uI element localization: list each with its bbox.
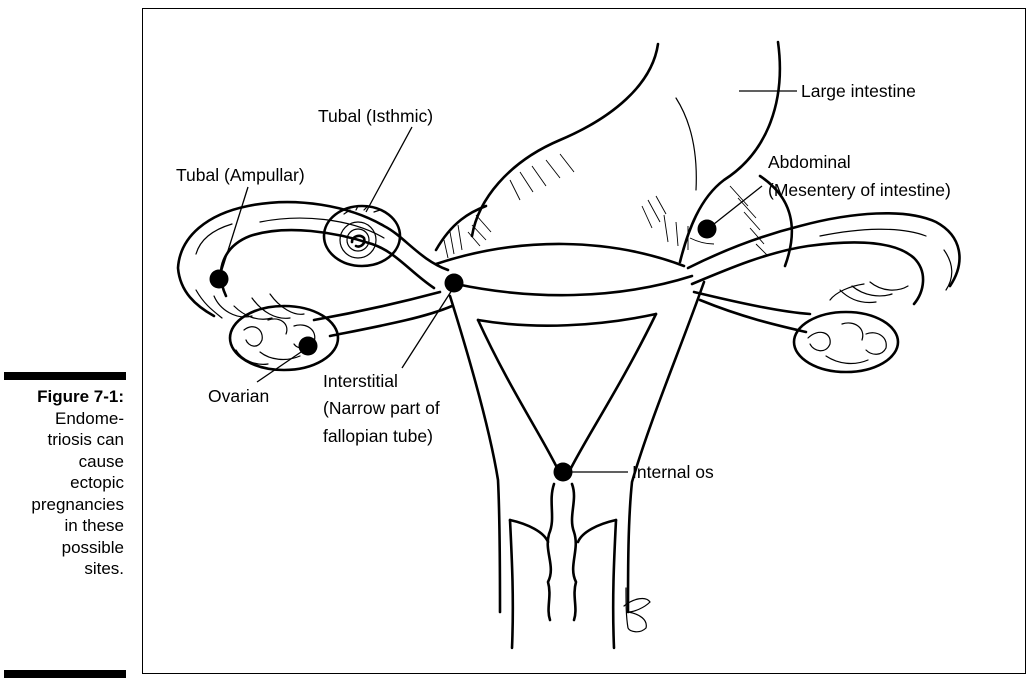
uterus-drawing — [436, 244, 704, 648]
left-fallopian-tube-drawing — [178, 202, 452, 336]
abdominal-leader — [714, 186, 762, 224]
label-large-intestine: Large intestine — [801, 81, 916, 101]
interstitial-leader — [402, 290, 452, 368]
large-intestine-drawing — [436, 42, 792, 266]
abdominal-site-marker — [698, 220, 717, 239]
label-interstitial-line3: fallopian tube) — [323, 426, 433, 446]
interstitial-site-marker — [445, 274, 464, 293]
label-ovarian: Ovarian — [208, 386, 269, 406]
label-internal-os: Internal os — [632, 462, 714, 482]
label-tubal-ampullar: Tubal (Ampullar) — [176, 165, 305, 185]
ampullar-leader — [221, 187, 248, 273]
isthmic-leader — [366, 127, 412, 212]
label-interstitial-line1: Interstitial — [323, 371, 398, 391]
label-interstitial-line2: (Narrow part of — [323, 398, 440, 418]
internal-os-site-marker — [554, 463, 573, 482]
left-ovary-drawing — [230, 306, 338, 370]
right-ovary-drawing — [794, 312, 898, 372]
label-tubal-isthmic: Tubal (Isthmic) — [318, 106, 433, 126]
ovarian-site-marker — [299, 337, 318, 356]
ampullar-site-marker — [210, 270, 229, 289]
label-abdominal-line1: Abdominal — [768, 152, 851, 172]
label-abdominal-line2: (Mesentery of intestine) — [768, 180, 951, 200]
